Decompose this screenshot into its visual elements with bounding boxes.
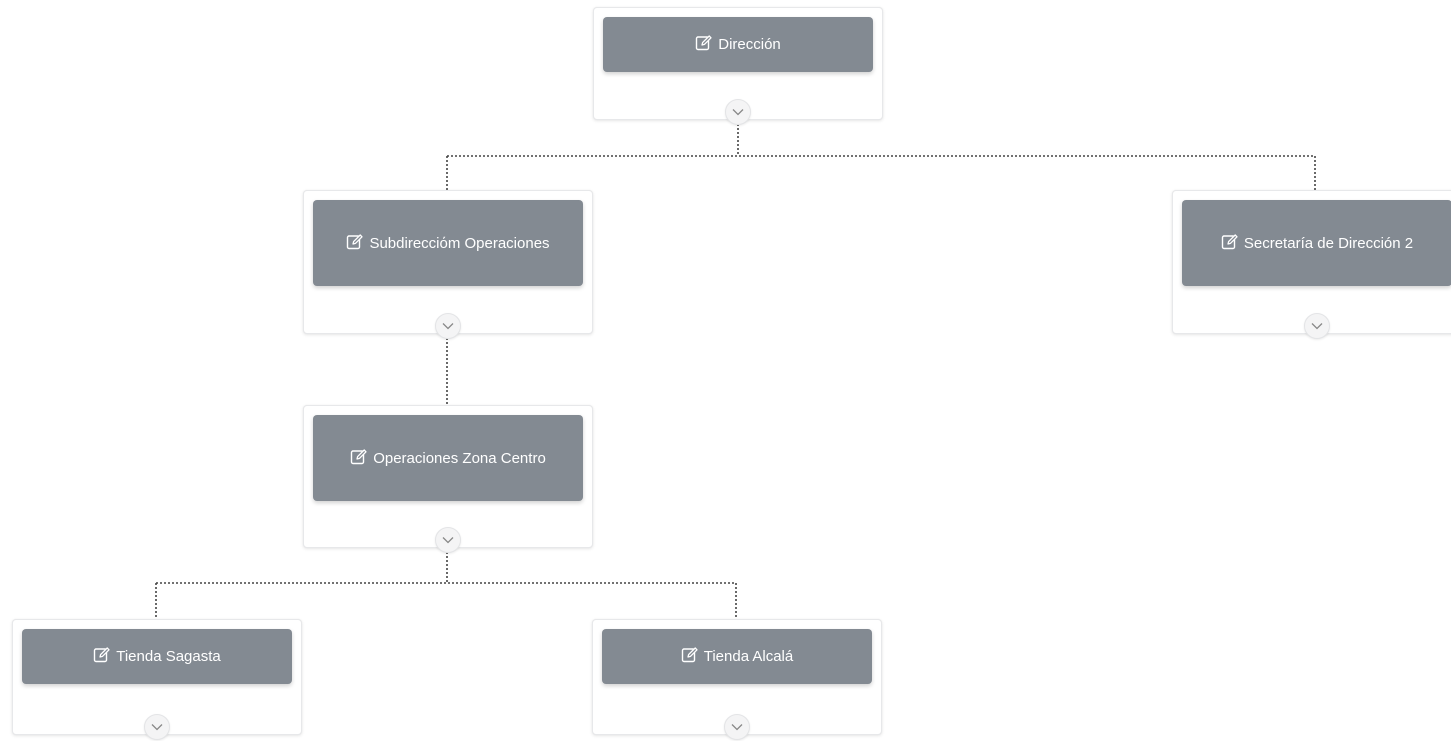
connector-direccion-children	[446, 120, 1316, 190]
node-label: Secretaría de Dirección 2	[1243, 234, 1414, 252]
connector-zona-children	[155, 548, 737, 619]
node-header-secretaria[interactable]: Secretaría de Dirección 2	[1182, 200, 1451, 286]
node-label: Tienda Sagasta	[116, 648, 221, 665]
node-header-alcala[interactable]: Tienda Alcalá	[602, 629, 872, 684]
edit-icon[interactable]	[350, 448, 368, 466]
org-node-alcala: Tienda Alcalá	[592, 619, 882, 740]
node-label: Subdirecciόm Operaciones	[369, 234, 550, 252]
org-node-secretaria: Secretaría de Dirección 2	[1172, 190, 1451, 339]
edit-icon[interactable]	[1221, 233, 1239, 251]
node-header-subdireccion[interactable]: Subdirecciόm Operaciones	[313, 200, 583, 286]
node-label: Dirección	[718, 36, 781, 53]
edit-icon[interactable]	[93, 646, 111, 664]
chevron-down-icon[interactable]	[144, 714, 170, 740]
edit-icon[interactable]	[681, 646, 699, 664]
chevron-down-icon[interactable]	[724, 714, 750, 740]
chevron-down-icon[interactable]	[725, 99, 751, 125]
node-label: Tienda Alcalá	[703, 648, 794, 665]
node-label: Operaciones Zona Centro	[373, 449, 546, 467]
org-node-zona-centro: Operaciones Zona Centro	[303, 405, 593, 553]
org-node-direccion: Dirección	[593, 7, 883, 125]
node-header-sagasta[interactable]: Tienda Sagasta	[22, 629, 292, 684]
chevron-down-icon[interactable]	[1304, 313, 1330, 339]
node-header-direccion[interactable]: Dirección	[603, 17, 873, 72]
org-node-sagasta: Tienda Sagasta	[12, 619, 302, 740]
chevron-down-icon[interactable]	[435, 527, 461, 553]
edit-icon[interactable]	[695, 34, 713, 52]
org-node-subdireccion: Subdirecciόm Operaciones	[303, 190, 593, 339]
chevron-down-icon[interactable]	[435, 313, 461, 339]
node-header-zona-centro[interactable]: Operaciones Zona Centro	[313, 415, 583, 501]
edit-icon[interactable]	[346, 233, 364, 251]
